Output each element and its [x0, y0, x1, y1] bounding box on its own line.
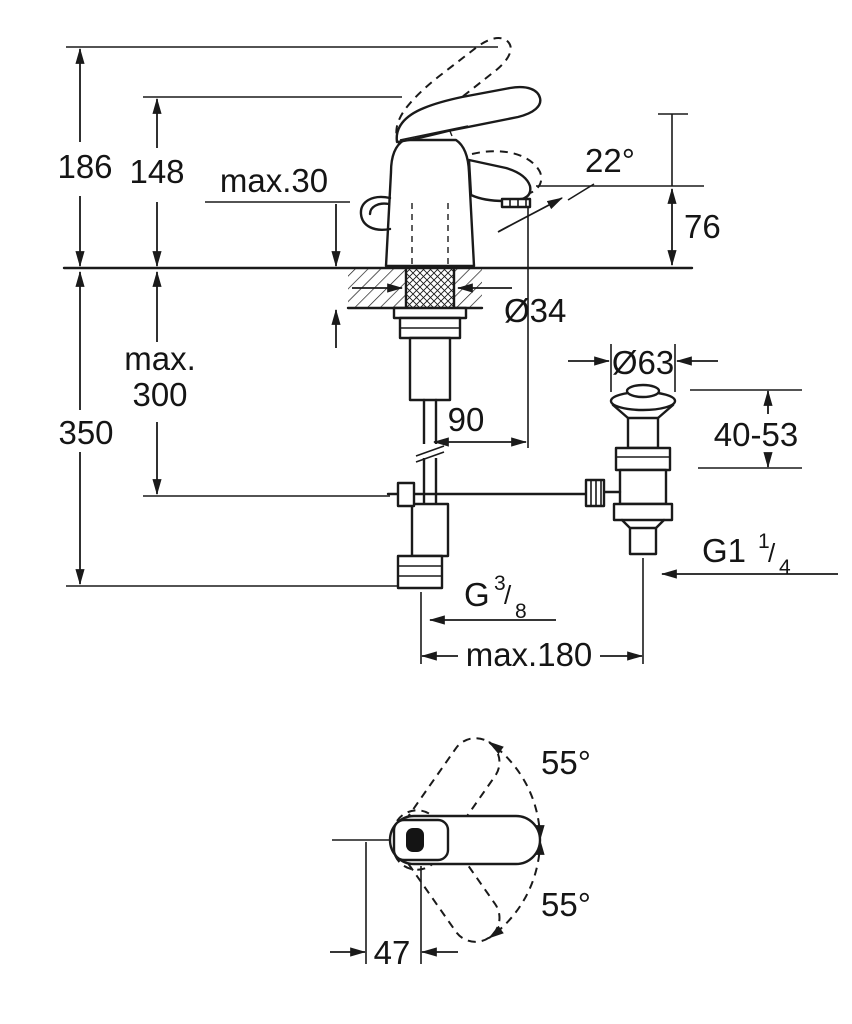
label-waste-thread-base: G1: [702, 532, 746, 569]
label-waste-thread-slash: /: [768, 538, 776, 568]
label-spout-reach: 90: [448, 401, 485, 438]
rod-clamp: [396, 481, 416, 508]
dim-swing-lower: 55°: [541, 886, 591, 923]
pop-up-pull: [359, 195, 392, 231]
dim-hole-dia34: Ø34: [352, 283, 566, 329]
supply-connection: [392, 306, 468, 590]
faucet-side-view: [359, 37, 543, 268]
label-upper-height: 148: [129, 153, 184, 190]
label-waste-thread-sub: 4: [779, 556, 791, 579]
dim-depth-350: 350: [58, 270, 114, 586]
label-supply-thread-slash: /: [504, 580, 512, 610]
label-total-height: 186: [57, 148, 112, 185]
spout-tilted-outline: [471, 150, 543, 194]
label-supply-thread-sub: 8: [515, 600, 527, 623]
dim-thread-g114: G1 1 / 4: [660, 530, 838, 579]
dim-swing-upper: 55°: [541, 744, 591, 781]
handle-top-slot: [406, 828, 424, 852]
dim-depth-max300: max. 300: [124, 270, 196, 496]
aerator: [500, 197, 532, 209]
label-depth-max: max.: [124, 340, 196, 377]
spout: [467, 158, 532, 203]
dim-deck-max30: max.30: [205, 162, 350, 348]
label-waste-thread-sup: 1: [758, 530, 770, 553]
label-hole-diameter: Ø34: [504, 292, 566, 329]
label-waste-diameter: Ø63: [612, 344, 674, 381]
dim-height-76: 76: [667, 187, 721, 267]
dim-waste-range-4053: 40-53: [714, 389, 798, 469]
washer: [392, 306, 468, 320]
waste-stem: [626, 416, 660, 450]
swing-arc-upper: [488, 741, 545, 842]
handle-top-view: [332, 737, 545, 964]
label-handle-offset: 47: [374, 934, 411, 971]
label-swing-upper: 55°: [541, 744, 591, 781]
handle-raised-outline: [395, 37, 512, 148]
label-depth-value: 300: [132, 376, 187, 413]
waste-tailpiece: [628, 526, 658, 556]
dim-thread-g38: G 3 / 8: [428, 572, 556, 625]
dim-center-max180: max.180: [420, 636, 644, 673]
dim-height-148: 148: [129, 97, 185, 268]
supply-nut: [396, 554, 444, 590]
dim-reach-90: 90: [432, 401, 528, 447]
label-below-deck-height: 350: [58, 414, 113, 451]
waste-assembly: [584, 383, 677, 556]
waste-body: [618, 468, 668, 506]
handle-swung-down-outline: [391, 809, 501, 943]
waste-coupling: [614, 446, 672, 472]
faucet-handle: [395, 85, 542, 144]
braided-hose-upper: [408, 336, 452, 402]
label-spout-angle: 22°: [585, 142, 635, 179]
pop-up-rod: [386, 481, 588, 508]
waste-flange: [612, 502, 674, 522]
label-waste-range: 40-53: [714, 416, 798, 453]
waste-plug: [625, 383, 661, 399]
label-deck-thickness: max.30: [220, 162, 328, 199]
faucet-body: [384, 138, 476, 268]
label-supply-thread-sup: 3: [494, 572, 506, 595]
threaded-shank: [406, 268, 454, 308]
label-center-distance: max.180: [466, 636, 593, 673]
dim-angle-22: 22°: [497, 142, 635, 233]
label-outlet-height: 76: [684, 208, 721, 245]
swing-arc-lower: [488, 838, 545, 939]
dim-waste-dia63: Ø63: [568, 344, 718, 381]
braided-hose-lower: [410, 502, 450, 558]
label-swing-lower: 55°: [541, 886, 591, 923]
label-supply-thread-base: G: [464, 576, 490, 613]
dim-offset-47: 47: [330, 934, 458, 971]
dim-height-186: 186: [57, 47, 113, 268]
